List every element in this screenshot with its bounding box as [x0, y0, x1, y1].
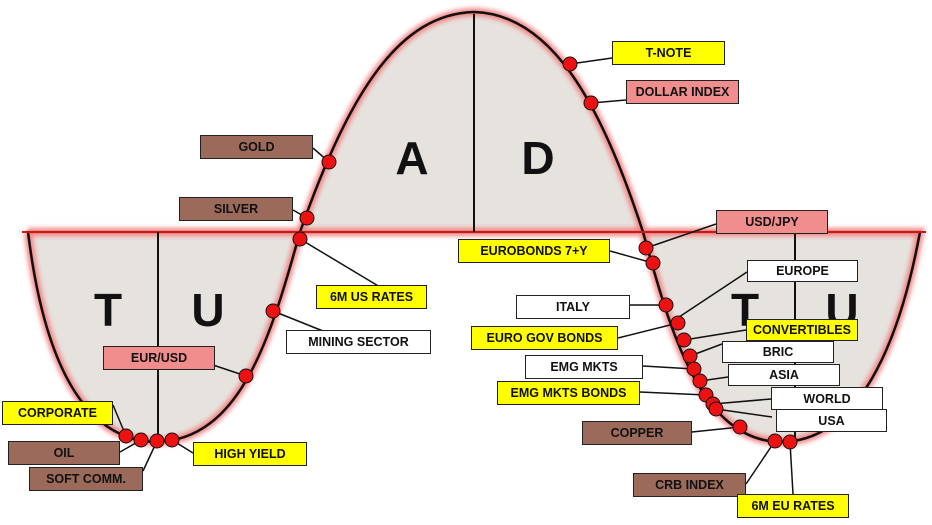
dot-euro-gov-bonds	[676, 332, 692, 348]
label-eurobonds: EUROBONDS 7+Y	[458, 239, 610, 263]
dot-silver	[299, 210, 315, 226]
label-convertibles: CONVERTIBLES	[746, 319, 858, 341]
dot-oil	[133, 432, 149, 448]
dot-gold	[321, 154, 337, 170]
label-6m-eu-rates: 6M EU RATES	[737, 494, 849, 518]
label-t-note: T-NOTE	[612, 41, 725, 65]
label-eur-usd: EUR/USD	[103, 346, 215, 370]
label-dollar-index: DOLLAR INDEX	[626, 80, 739, 104]
label-high-yield: HIGH YIELD	[193, 442, 307, 466]
dot-soft-comm	[149, 433, 165, 449]
label-oil: OIL	[8, 441, 120, 465]
dot-emg-mkts	[686, 361, 702, 377]
dot-bric	[682, 348, 698, 364]
label-italy: ITALY	[516, 295, 630, 319]
phase-t-left: T	[94, 284, 122, 336]
label-usd-jpy: USD/JPY	[716, 210, 828, 234]
dot-eurobonds	[645, 255, 661, 271]
label-gold: GOLD	[200, 135, 313, 159]
phase-u-left: U	[191, 284, 224, 336]
dot-6m-eu-rates	[782, 434, 798, 450]
label-euro-gov-bonds: EURO GOV BONDS	[471, 326, 618, 350]
dot-corporate	[118, 428, 134, 444]
label-corporate: CORPORATE	[2, 401, 113, 425]
dot-t-note	[562, 56, 578, 72]
dot-mining-sector	[265, 303, 281, 319]
label-world: WORLD	[771, 387, 883, 410]
label-bric: BRIC	[722, 341, 834, 363]
dot-asia	[692, 373, 708, 389]
label-copper: COPPER	[582, 421, 692, 445]
phase-a: A	[395, 132, 428, 184]
dot-eur-usd	[238, 368, 254, 384]
dot-italy	[658, 297, 674, 313]
dot-usd-jpy	[638, 240, 654, 256]
dot-europe	[670, 315, 686, 331]
dot-crb-index	[767, 433, 783, 449]
peak-region	[298, 10, 645, 234]
label-asia: ASIA	[728, 364, 840, 386]
market-dots	[118, 56, 798, 450]
label-europe: EUROPE	[747, 260, 858, 282]
dot-copper	[732, 419, 748, 435]
label-6m-us-rates: 6M US RATES	[316, 285, 427, 309]
label-usa: USA	[776, 409, 887, 432]
label-silver: SILVER	[179, 197, 293, 221]
label-emg-mkts: EMG MKTS	[525, 355, 643, 379]
label-soft-comm: SOFT COMM.	[29, 467, 143, 491]
label-mining-sector: MINING SECTOR	[286, 330, 431, 354]
dot-high-yield	[164, 432, 180, 448]
dot-usa	[708, 401, 724, 417]
dot-dollar-index	[583, 95, 599, 111]
label-emg-mkts-bonds: EMG MKTS BONDS	[497, 381, 640, 405]
phase-d: D	[521, 132, 554, 184]
dot-6m-us-rates	[292, 231, 308, 247]
label-crb-index: CRB INDEX	[633, 473, 746, 497]
